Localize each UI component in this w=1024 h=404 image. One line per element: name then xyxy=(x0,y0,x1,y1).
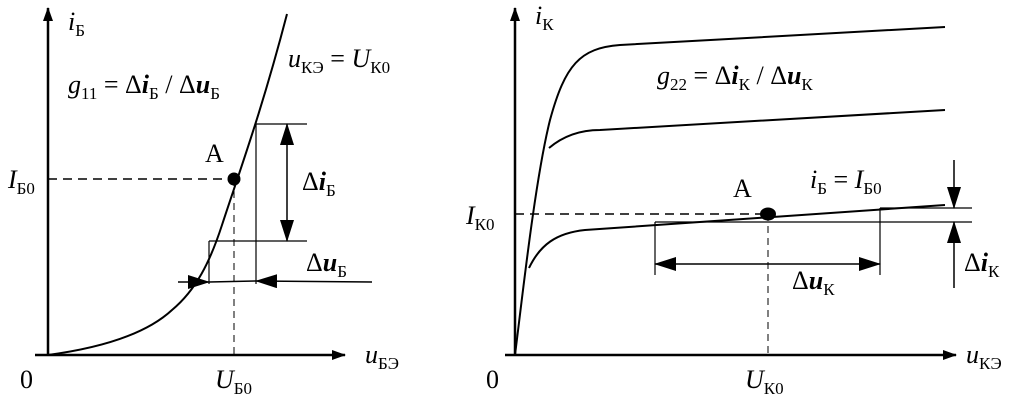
output-curve-bottom xyxy=(528,204,946,269)
left-delta-current-label: ΔiБ xyxy=(302,167,336,200)
left-delta-voltage-label: ΔuБ xyxy=(306,248,347,281)
right-delta-current-label: ΔiК xyxy=(964,248,1000,281)
delta-u-base-line xyxy=(208,280,257,283)
left-y-axis-label: iБ xyxy=(68,7,85,40)
left-x-operating-label: UБ0 xyxy=(215,365,252,398)
left-x-axis-label: uБЭ xyxy=(365,340,399,373)
right-conductance-label: g22 = ΔiК / ΔuК xyxy=(657,61,813,94)
output-curve-middle xyxy=(548,109,946,149)
right-x-operating-label: UК0 xyxy=(745,365,784,398)
left-origin-label: 0 xyxy=(20,365,33,394)
input-characteristic-curve xyxy=(47,13,288,356)
right-y-operating-label: IК0 xyxy=(465,201,495,234)
output-characteristics-panel: iК uКЭ 0 g22 = ΔiК / ΔuК A iБ = IБ0 IК0 … xyxy=(465,1,1002,398)
right-y-axis-label: iК xyxy=(535,1,554,34)
left-conductance-label: g11 = ΔiБ / ΔuБ xyxy=(68,70,220,103)
input-characteristic-panel: iБ uБЭ 0 uКЭ = UК0 g11 = ΔiБ / ΔuБ A IБ0… xyxy=(7,7,399,398)
right-origin-label: 0 xyxy=(486,365,499,394)
right-delta-voltage-label: ΔuК xyxy=(792,266,835,299)
operating-point-a-right xyxy=(760,207,776,221)
output-curve-top xyxy=(514,26,946,356)
right-point-label: A xyxy=(733,174,752,203)
left-point-label: A xyxy=(205,139,224,168)
delta-u-arrow-right xyxy=(255,274,373,289)
right-param-label: iБ = IБ0 xyxy=(810,165,882,198)
right-x-axis-label: uКЭ xyxy=(966,340,1002,373)
operating-point-a-left xyxy=(227,172,241,186)
left-y-operating-label: IБ0 xyxy=(7,165,35,198)
left-param-label: uКЭ = UК0 xyxy=(288,44,390,77)
